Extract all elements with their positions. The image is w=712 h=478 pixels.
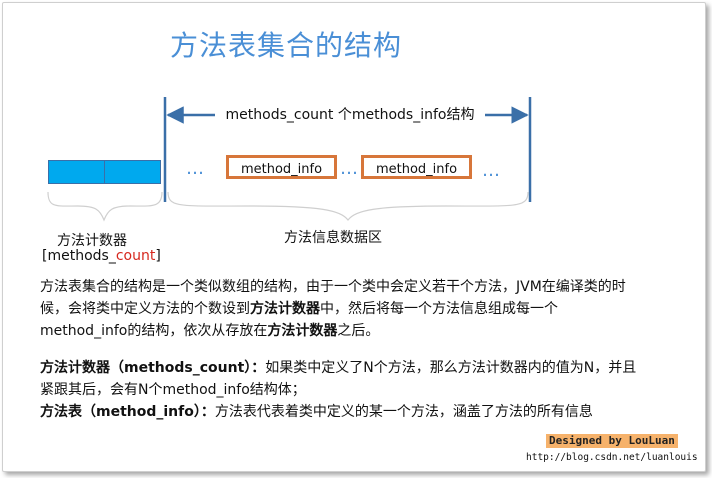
span-label: methods_count 个methods_info结构: [215, 104, 485, 124]
counter-label: 方法计数器: [57, 233, 127, 249]
method-info-box-1: method_info: [226, 155, 337, 179]
counter-cell-left: [48, 160, 105, 184]
counter-code-label: [methods_count]: [42, 248, 161, 264]
ellipsis-middle: …: [340, 158, 359, 179]
description-paragraph-2: 方法计数器（methods_count）：如果类中定义了N个方法，那么方法计数器…: [40, 360, 637, 398]
method-info-box-2: method_info: [361, 155, 472, 179]
counter-brace: [47, 191, 163, 222]
diagram-frame: [2, 2, 706, 472]
blog-url: http://blog.csdn.net/luanlouis: [526, 452, 698, 463]
description-paragraph-3: 方法表（method_info）：方法表代表着类中定义的某一个方法，涵盖了方法的…: [40, 404, 593, 420]
ellipsis-right: …: [482, 160, 501, 181]
area-brace: [167, 191, 529, 221]
counter-cell-right: [104, 160, 161, 184]
designer-badge: Designed by LouLuan: [546, 434, 678, 448]
area-label: 方法信息数据区: [284, 230, 382, 246]
ellipsis-left: …: [186, 158, 205, 179]
description-paragraph-1: 方法表集合的结构是一个类似数组的结构，由于一个类中会定义若干个方法，JVM在编译…: [40, 279, 626, 339]
diagram-title: 方法表集合的结构: [170, 29, 403, 62]
